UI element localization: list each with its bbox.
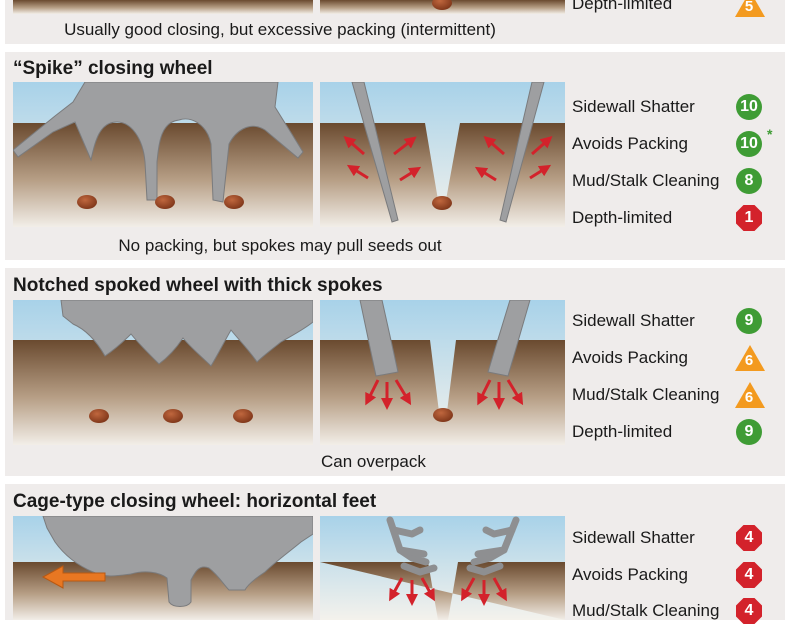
- panel-spike-wheel: “Spike” closing wheel No packing, but sp…: [5, 52, 785, 260]
- panel-notched-wheel: Notched spoked wheel with thick spokes C…: [5, 268, 785, 476]
- rating-label: Depth-limited: [572, 422, 673, 441]
- direction-arrow-icon: [41, 565, 106, 589]
- rating-footnote-marker: *: [767, 126, 773, 142]
- rating-label: Mud/Stalk Cleaning: [572, 385, 720, 404]
- thick-spoke-left: [359, 300, 399, 377]
- rating-previous-depth-limited: Depth-limited 5: [572, 0, 787, 18]
- rating-label: Sidewall Shatter: [572, 311, 695, 330]
- rating-badge: 9: [734, 307, 764, 335]
- rating-mud-stalk-cleaning: Mud/Stalk Cleaning 4: [572, 597, 787, 625]
- spike-right: [499, 82, 545, 223]
- cage-foot-right: [466, 516, 520, 576]
- rating-mud-stalk-cleaning: Mud/Stalk Cleaning 8: [572, 167, 787, 195]
- spike-wheel-body: [13, 82, 304, 203]
- rating-label: Avoids Packing: [572, 565, 688, 584]
- rating-avoids-packing: Avoids Packing 10 *: [572, 126, 787, 158]
- panel-cage-wheel: Cage-type closing wheel: horizontal feet: [5, 484, 787, 624]
- scene-notched-side-view: [13, 300, 313, 445]
- scene-spike-front-view: [320, 82, 565, 227]
- rating-label: Depth-limited: [572, 208, 673, 227]
- panel-title: Notched spoked wheel with thick spokes: [13, 275, 383, 296]
- seed: [432, 196, 452, 210]
- rating-sidewall-shatter: Sidewall Shatter 9: [572, 307, 787, 335]
- rating-label: Mud/Stalk Cleaning: [572, 171, 720, 190]
- panel-title: “Spike” closing wheel: [13, 58, 213, 79]
- rating-score: 10: [740, 135, 758, 152]
- rating-score: 4: [744, 566, 754, 583]
- rating-badge: 6: [734, 381, 765, 409]
- scene-cage-front-view: [320, 516, 565, 620]
- rating-score: 10: [740, 98, 758, 115]
- scene-previous-left: [13, 0, 313, 14]
- rating-badge: 4: [734, 597, 764, 625]
- rating-score: 4: [744, 602, 754, 619]
- seed: [432, 0, 452, 10]
- rating-badge: 8: [734, 167, 764, 195]
- seed: [224, 195, 244, 209]
- rating-label: Sidewall Shatter: [572, 528, 695, 547]
- seed: [233, 409, 253, 423]
- rating-avoids-packing: Avoids Packing 4: [572, 561, 787, 589]
- shatter-arrows: [343, 136, 553, 182]
- rating-depth-limited: Depth-limited 1: [572, 204, 787, 232]
- rating-score: 6: [744, 352, 754, 369]
- scene-spike-side-view: [13, 82, 313, 227]
- rating-badge: 9: [734, 418, 764, 446]
- rating-label: Mud/Stalk Cleaning: [572, 601, 720, 620]
- rating-mud-stalk-cleaning: Mud/Stalk Cleaning 6: [572, 381, 787, 409]
- seed: [89, 409, 109, 423]
- thick-spoke-right: [487, 300, 531, 377]
- rating-label: Avoids Packing: [572, 348, 688, 367]
- scene-notched-front-view: [320, 300, 565, 445]
- notched-wheel-body: [60, 300, 313, 367]
- panel-caption: No packing, but spokes may pull seeds ou…: [118, 236, 442, 255]
- rating-score: 6: [744, 389, 754, 406]
- packing-arrows: [389, 577, 507, 606]
- seed: [77, 195, 97, 209]
- rating-depth-limited: Depth-limited 9: [572, 418, 787, 446]
- cage-foot-left: [386, 516, 438, 576]
- rating-label: Sidewall Shatter: [572, 97, 695, 116]
- rating-avoids-packing: Avoids Packing 6: [572, 344, 787, 372]
- rating-sidewall-shatter: Sidewall Shatter 4: [572, 524, 787, 552]
- seed: [163, 409, 183, 423]
- rating-score: 1: [744, 209, 754, 226]
- rating-label: Depth-limited: [572, 0, 673, 13]
- rating-badge: 4: [734, 561, 764, 589]
- scene-previous-right: [320, 0, 565, 14]
- rating-badge: 1: [734, 204, 764, 232]
- spike-left: [351, 82, 399, 223]
- rating-badge: 6: [734, 344, 765, 372]
- panel-previous: Usually good closing, but excessive pack…: [5, 0, 785, 44]
- seed: [155, 195, 175, 209]
- panel-caption: Can overpack: [321, 452, 426, 471]
- rating-score: 9: [744, 423, 754, 440]
- rating-score: 4: [744, 529, 754, 546]
- rating-score: 5: [744, 0, 754, 15]
- rating-badge: 5: [734, 0, 765, 18]
- panel-title: Cage-type closing wheel: horizontal feet: [13, 491, 377, 512]
- rating-score: 9: [744, 312, 754, 329]
- rating-label: Avoids Packing: [572, 134, 688, 153]
- seed: [433, 408, 453, 422]
- scene-cage-side-view: [13, 516, 313, 620]
- rating-score: 8: [744, 172, 754, 189]
- rating-badge: 4: [734, 524, 764, 552]
- rating-sidewall-shatter: Sidewall Shatter 10: [572, 93, 787, 121]
- rating-badge: 10: [734, 93, 764, 121]
- rating-badge: 10: [734, 130, 764, 158]
- packing-arrows: [365, 379, 524, 410]
- panel-previous-caption: Usually good closing, but excessive pack…: [64, 20, 496, 39]
